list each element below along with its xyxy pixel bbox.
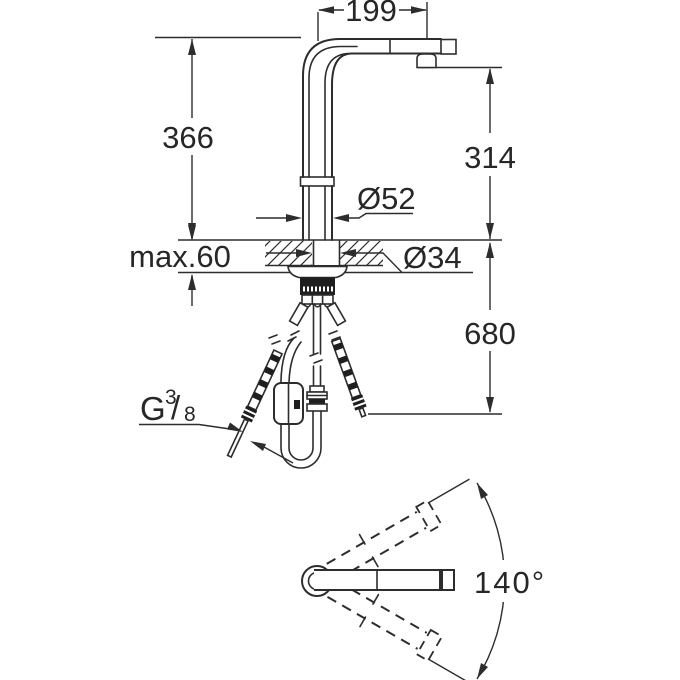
right-hose-connector bbox=[326, 301, 347, 327]
dim-spout-reach: 199 bbox=[345, 0, 397, 28]
dimension-314: 314 bbox=[418, 66, 516, 239]
valve-row bbox=[301, 294, 334, 305]
dim-swivel-angle: 140° bbox=[474, 565, 546, 600]
swivel-top-view: 140° bbox=[301, 478, 546, 680]
dimension-max60: max.60 bbox=[129, 225, 231, 306]
left-hose-connector bbox=[288, 301, 309, 327]
dim-max-thickness: max.60 bbox=[129, 239, 231, 274]
hose-weight bbox=[273, 382, 304, 425]
thread-slash: / bbox=[171, 389, 181, 426]
body-joint-ring bbox=[299, 176, 335, 187]
thread-g: G bbox=[140, 390, 166, 427]
spout-end-cap bbox=[441, 569, 455, 591]
faucet-side-view bbox=[299, 38, 457, 241]
mounting-block-knurl bbox=[303, 286, 333, 292]
hose-u-loop bbox=[280, 385, 322, 469]
dim-below-counter: 680 bbox=[464, 316, 516, 351]
thread-numerator: 3 bbox=[165, 386, 177, 409]
thread-label: G 3 / 8 bbox=[139, 386, 294, 464]
dim-body-diameter: Ø52 bbox=[357, 181, 416, 216]
dimension-199: 199 bbox=[317, 0, 428, 41]
mounting-hole bbox=[314, 241, 339, 265]
under-counter-assembly bbox=[226, 265, 367, 469]
spray-nozzle-cap bbox=[440, 38, 457, 55]
dim-base-to-top: 366 bbox=[162, 120, 214, 155]
dimension-366: 366 bbox=[155, 36, 301, 239]
mounting-flange bbox=[287, 265, 348, 279]
spray-head-knob bbox=[416, 53, 437, 69]
dimension-680: 680 bbox=[368, 242, 516, 415]
dimension-d34: Ø34 bbox=[266, 240, 462, 275]
dimension-d52: Ø52 bbox=[256, 181, 416, 222]
hose-coupling bbox=[306, 385, 328, 412]
left-supply-hose bbox=[226, 349, 284, 459]
mounting-block bbox=[300, 277, 335, 295]
dim-hole-diameter: Ø34 bbox=[403, 240, 462, 275]
thread-denominator: 8 bbox=[184, 403, 196, 426]
dim-counter-to-spout: 314 bbox=[464, 140, 516, 175]
right-supply-hose bbox=[330, 337, 367, 418]
